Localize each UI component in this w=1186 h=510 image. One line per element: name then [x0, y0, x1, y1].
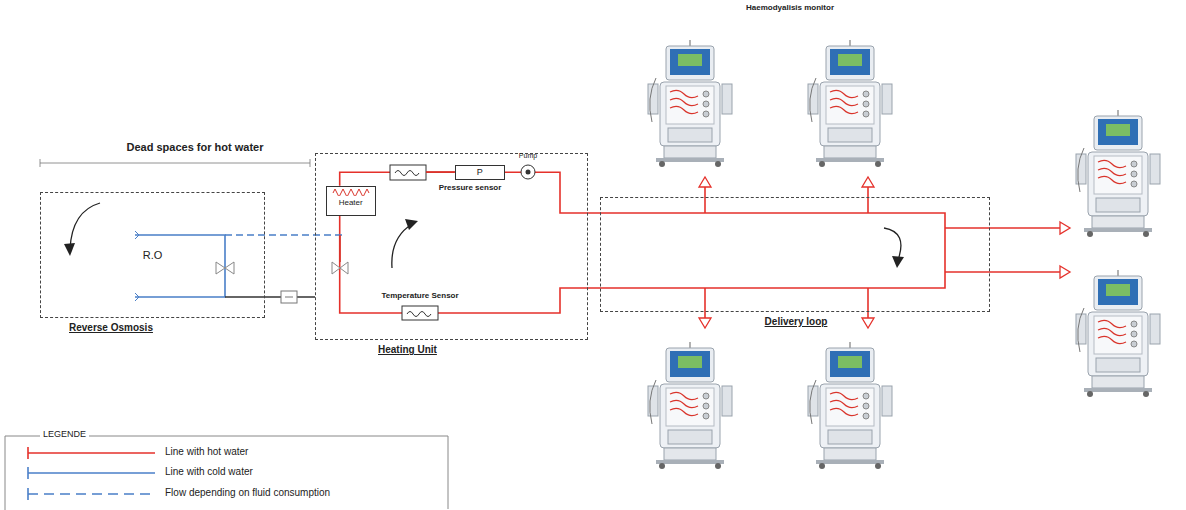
- heater-box: Heater: [326, 186, 376, 216]
- component-label: Temperature Sensor: [381, 291, 458, 300]
- legend-sample-cold: [28, 467, 155, 479]
- delivery-loop-box: Delivery loop: [600, 197, 990, 312]
- legend-sample-hot: [28, 447, 155, 459]
- haemodialysis-monitor: [808, 40, 892, 167]
- node-heading: Reverse Osmosis: [69, 322, 153, 334]
- haemodialysis-monitor: [808, 342, 892, 469]
- pipe-connector: [340, 216, 600, 313]
- flow-arrow: [70, 203, 100, 249]
- pressure-sensor-box: P: [455, 165, 505, 180]
- flow-arrowhead: [64, 243, 75, 256]
- ro-piping: [135, 231, 342, 301]
- node-label: R.O: [143, 249, 163, 262]
- node-label: P: [477, 167, 483, 177]
- flow-arrowhead: [892, 256, 904, 268]
- dimension-line: [40, 159, 310, 167]
- flow-sensor-symbol: [390, 165, 426, 180]
- haemodialysis-monitor: [648, 342, 732, 469]
- legend-text: Line with hot water: [165, 446, 248, 458]
- node-heading: Heating Unit: [378, 344, 437, 356]
- flow-arrow: [884, 228, 901, 260]
- valve-symbol: [332, 262, 348, 274]
- legend-text: Line with cold water: [165, 466, 253, 478]
- reverse-osmosis-box: R.OReverse Osmosis: [40, 192, 265, 318]
- flow-arrowhead: [405, 219, 418, 230]
- delivery-loop-piping: [600, 186, 1060, 318]
- flow-arrow: [392, 224, 412, 268]
- heater-coil-symbol: [327, 187, 375, 196]
- component-label: Pump: [519, 152, 537, 160]
- legend-frame: [5, 436, 448, 510]
- legend-text: Flow depending on fluid consumption: [165, 487, 330, 499]
- pipe-connector: [505, 172, 600, 213]
- legend-sample-dashed: [28, 488, 155, 500]
- haemodialysis-monitor: [1076, 270, 1160, 397]
- temperature-sensor-symbol: [402, 306, 438, 320]
- haemodialysis-monitor: [648, 40, 732, 167]
- component-label: Pressure sensor: [439, 183, 502, 192]
- pipe: [339, 235, 341, 262]
- pipe: [426, 171, 455, 173]
- annotation: Dead spaces for hot water: [127, 141, 264, 154]
- diagram-heading: Haemodyalisis monitor: [746, 3, 834, 12]
- heating-unit-box: Heating UnitHeaterP: [315, 153, 588, 340]
- pipe-connector: [265, 296, 315, 297]
- branch-arrowheads: [699, 177, 1070, 328]
- haemodialysis-monitor: [1076, 110, 1160, 237]
- valve-symbol: [281, 291, 297, 303]
- pump-symbol: [521, 165, 535, 179]
- node-heading: Delivery loop: [765, 316, 828, 328]
- legend-title: LEGENDE: [40, 429, 89, 439]
- node-label: Heater: [339, 198, 363, 207]
